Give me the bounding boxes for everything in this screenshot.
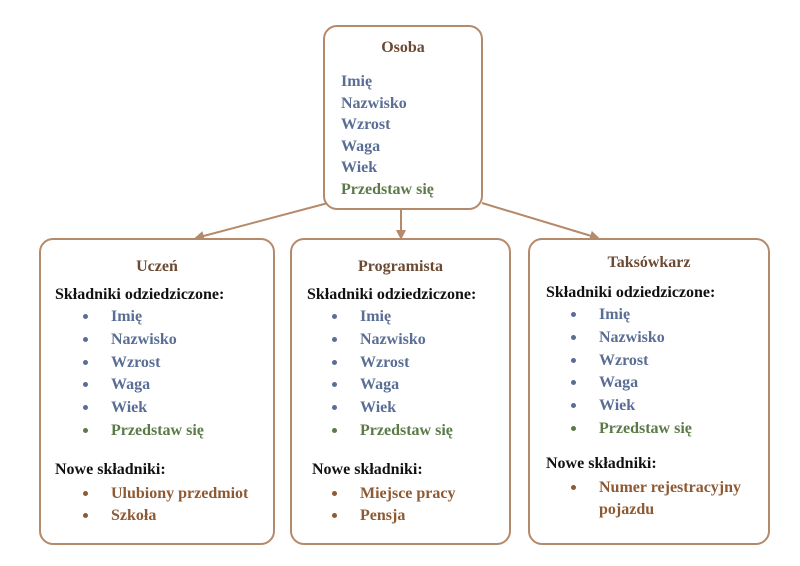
bullet-icon <box>571 357 576 363</box>
new-label: Nowe składniki: <box>312 460 423 478</box>
class-box-taksowkarz: Taksówkarz Składniki odziedziczone: Imię… <box>528 238 770 545</box>
new-list: Ulubiony przedmiot Szkoła <box>83 483 273 527</box>
bullet-icon <box>332 405 337 411</box>
new-label: Nowe składniki: <box>546 454 657 472</box>
attribute-wzrost: Wzrost <box>341 116 391 133</box>
class-title-taksowkarz: Taksówkarz <box>607 254 691 271</box>
bullet-icon <box>332 314 337 319</box>
bullet-icon <box>571 334 576 340</box>
bullet-icon <box>332 427 337 433</box>
class-box-programista: Programista Składniki odziedziczone: Imi… <box>290 238 511 545</box>
class-box-uczen: Uczeń Składniki odziedziczone: Imię Nazw… <box>39 238 275 545</box>
bullet-icon <box>332 336 337 342</box>
method-przedstaw-sie: Przedstaw się <box>341 180 434 198</box>
bullet-icon <box>83 359 88 365</box>
bullet-icon <box>83 405 88 411</box>
bullet-icon <box>332 512 337 518</box>
list-item: Wiek <box>332 397 509 420</box>
class-title-uczen: Uczeń <box>136 258 178 275</box>
new-label: Nowe składniki: <box>55 460 166 478</box>
bullet-icon <box>571 425 576 431</box>
inherited-list: Imię Nazwisko Wzrost Waga Wiek Przedstaw… <box>332 306 509 443</box>
inherited-list: Imię Nazwisko Wzrost Waga Wiek Przedstaw… <box>571 304 768 441</box>
attribute-wiek: Wiek <box>341 159 378 176</box>
class-title-osoba: Osoba <box>381 39 425 56</box>
list-item: Waga <box>571 372 768 395</box>
new-list: Miejsce pracy Pensja <box>332 483 509 527</box>
inherited-list: Imię Nazwisko Wzrost Waga Wiek Przedstaw… <box>83 306 273 443</box>
bullet-icon <box>332 359 337 365</box>
list-item: Szkoła <box>83 505 273 527</box>
attribute-waga: Waga <box>341 137 381 155</box>
list-item: Miejsce pracy <box>332 483 509 505</box>
list-item: Wzrost <box>571 350 768 373</box>
new-list: Numer rejestracyjny pojazdu <box>571 477 759 521</box>
arrow-to-uczen <box>194 202 329 241</box>
inherited-label: Składniki odziedziczone: <box>546 284 716 301</box>
bullet-icon <box>83 314 88 319</box>
bullet-icon <box>571 403 576 409</box>
list-item: Przedstaw się <box>571 418 768 441</box>
list-item: Nazwisko <box>571 327 768 350</box>
list-item: Imię <box>83 306 273 329</box>
bullet-icon <box>83 427 88 433</box>
list-item: Przedstaw się <box>332 420 509 443</box>
list-item: Waga <box>83 374 273 397</box>
bullet-icon <box>83 382 88 388</box>
list-item: Nazwisko <box>83 329 273 352</box>
list-item: Wiek <box>571 395 768 418</box>
attribute-imie: Imię <box>341 73 373 90</box>
list-item: Ulubiony przedmiot <box>83 483 273 505</box>
list-item: Numer rejestracyjny pojazdu <box>571 477 759 521</box>
list-item: Imię <box>571 304 768 327</box>
inherited-label: Składniki odziedziczone: <box>307 286 477 303</box>
inherited-label: Składniki odziedziczone: <box>55 286 225 303</box>
list-item: Wzrost <box>332 352 509 375</box>
bullet-icon <box>571 484 576 490</box>
bullet-icon <box>332 490 337 496</box>
arrow-to-taksowkarz <box>481 202 600 241</box>
list-item: Nazwisko <box>332 329 509 352</box>
bullet-icon <box>571 312 576 317</box>
list-item: Wzrost <box>83 352 273 375</box>
list-item: Imię <box>332 306 509 329</box>
bullet-icon <box>83 512 88 518</box>
list-item: Wiek <box>83 397 273 420</box>
bullet-icon <box>571 380 576 386</box>
attribute-nazwisko: Nazwisko <box>341 94 407 112</box>
bullet-icon <box>332 382 337 388</box>
list-item: Pensja <box>332 505 509 527</box>
class-box-osoba: Osoba Imię Nazwisko Wzrost Waga Wiek Prz… <box>323 25 483 210</box>
list-item: Waga <box>332 374 509 397</box>
class-title-programista: Programista <box>357 258 443 275</box>
list-item: Przedstaw się <box>83 420 273 443</box>
bullet-icon <box>83 490 88 496</box>
bullet-icon <box>83 336 88 342</box>
